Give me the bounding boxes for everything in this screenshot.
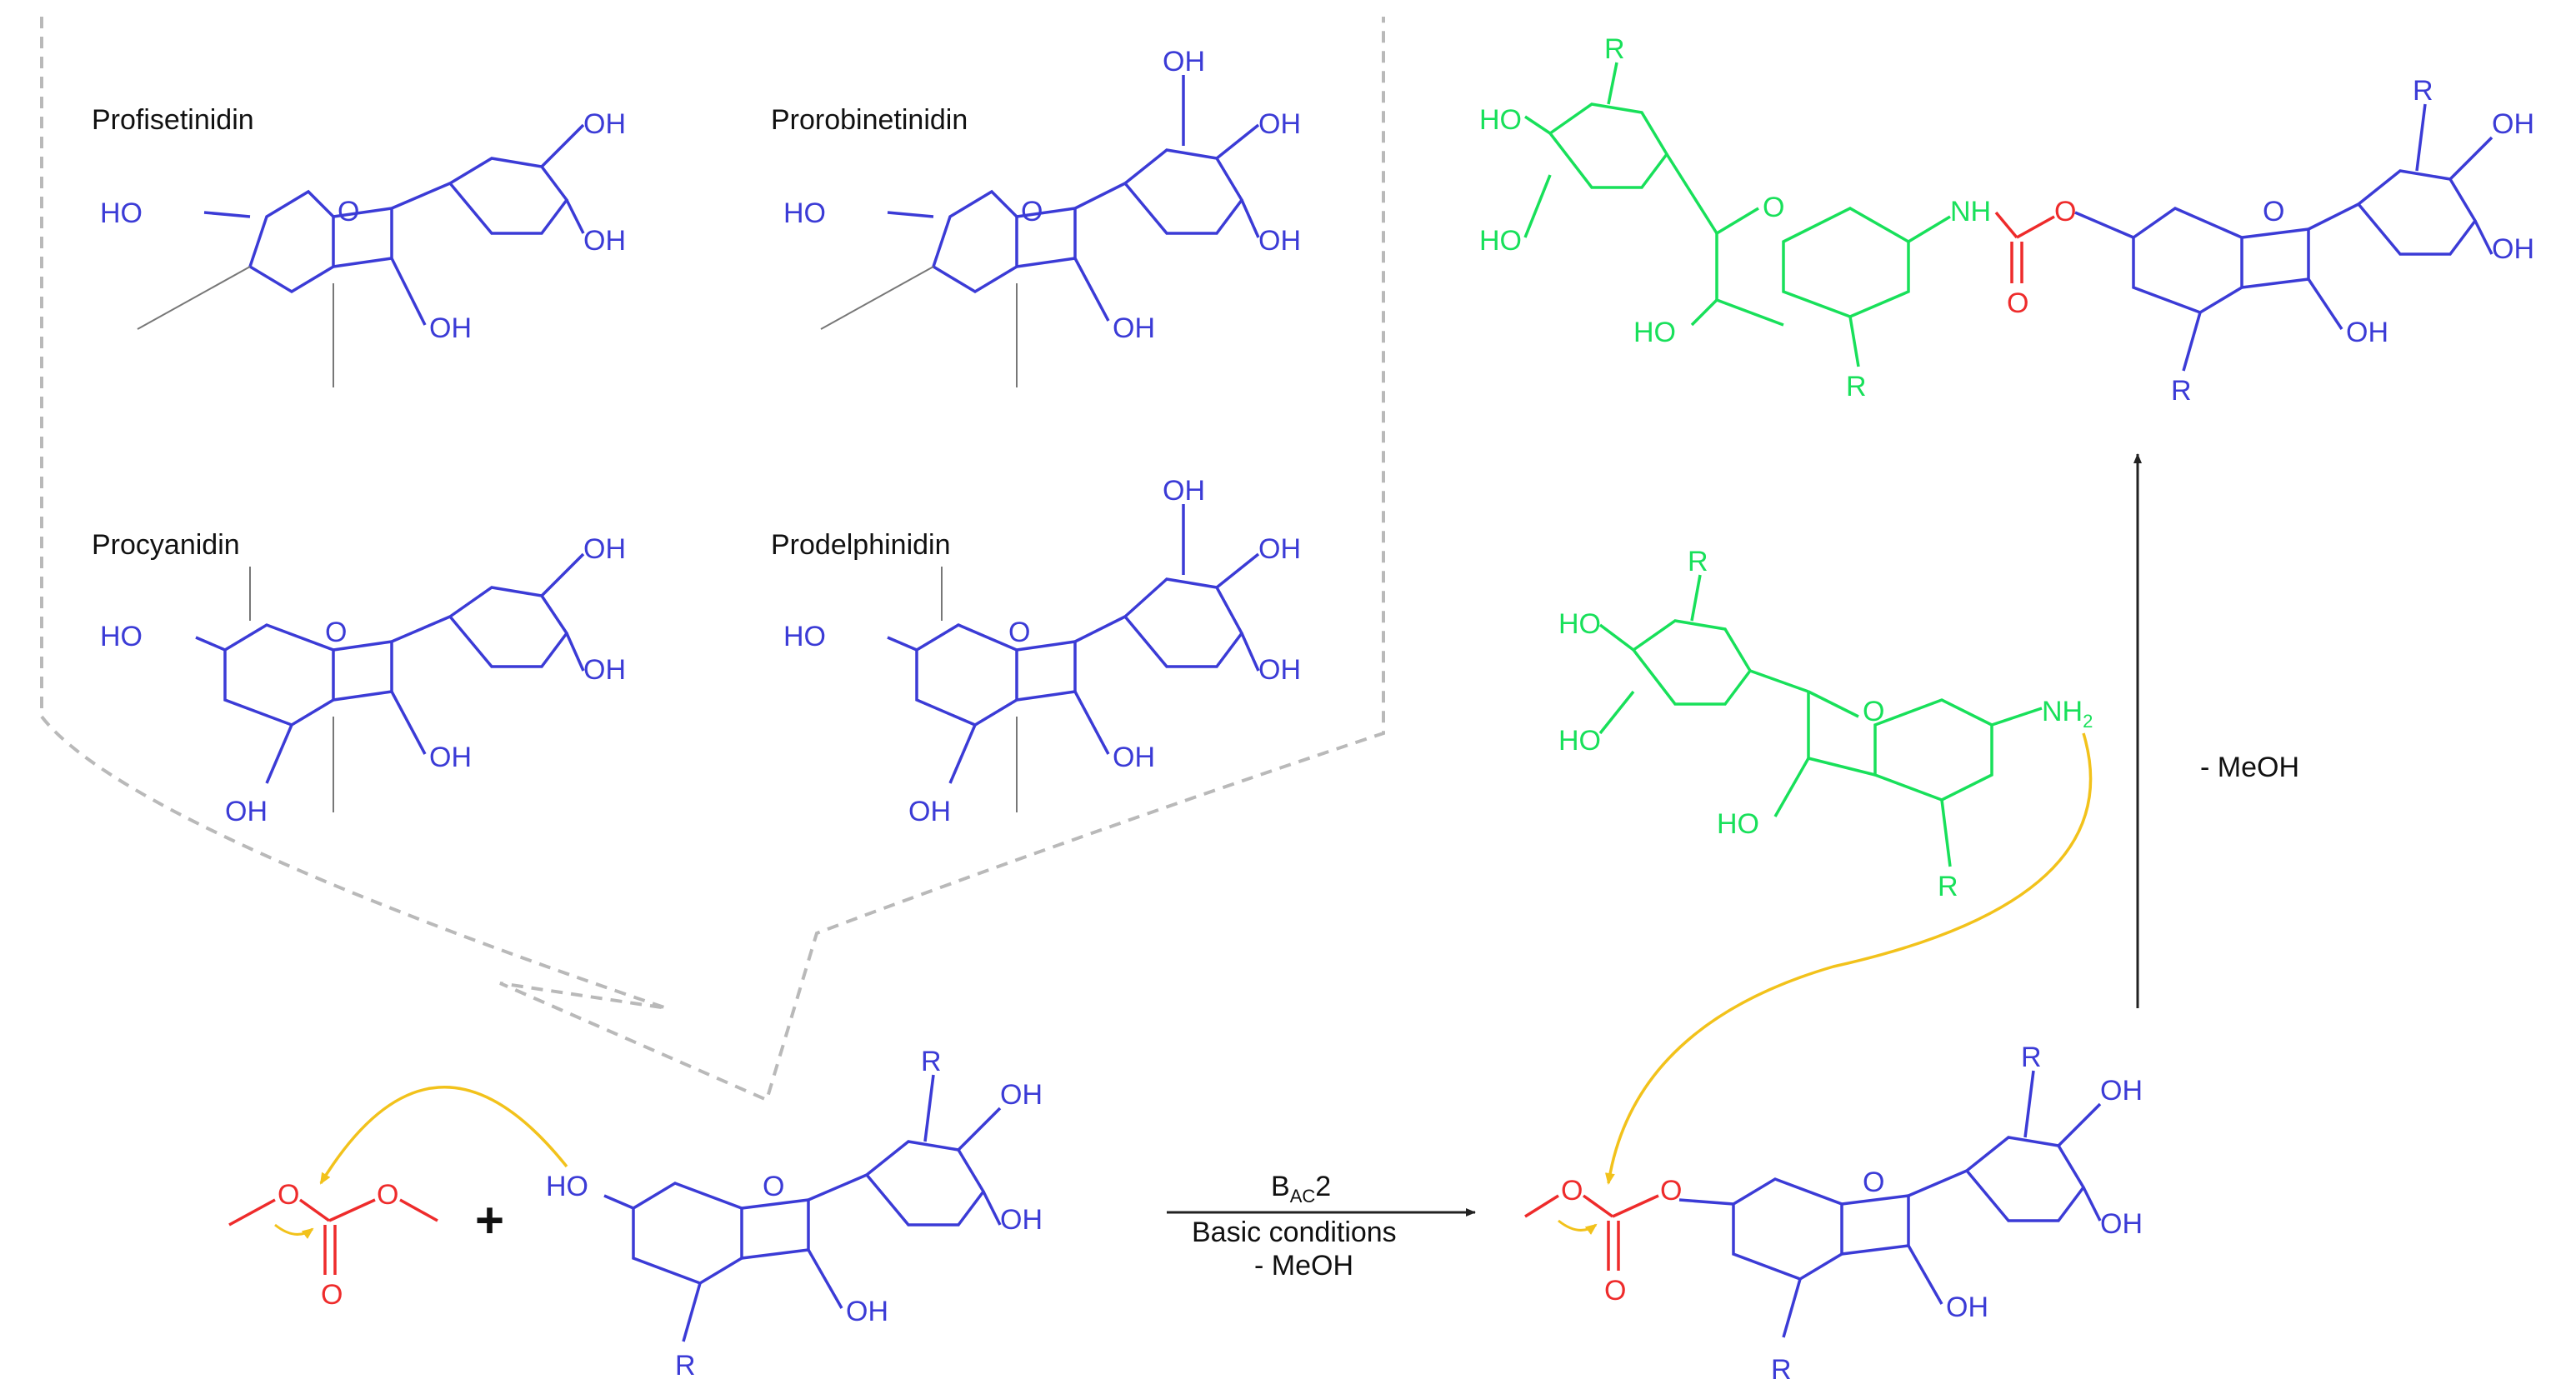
bac2-condition: BAC2 [1271, 1171, 1331, 1207]
amine-attack-arrow [1604, 732, 2093, 1185]
prodelphinidin-oh-top: OH [1163, 475, 1205, 507]
prorobinetinidin-o-label: O [1021, 196, 1043, 227]
flavan-oh-bottom: OH [846, 1296, 888, 1327]
prorobinetinidin-oh-bottom: OH [1113, 312, 1155, 344]
product-r-bottom-left: R [1846, 371, 1867, 402]
carbonate-flavan-intermediate: O O O O R OH OH OH R [1524, 1042, 2143, 1386]
prorobinetinidin-oh-right: OH [1258, 225, 1301, 257]
amino-nh2-label: NH2 [2042, 696, 2093, 732]
bac2-reaction-arrow: BAC2 Basic conditions - MeOH [1167, 1171, 1476, 1282]
nucleophilic-attack-arrow [319, 1086, 568, 1185]
profisetinidin-structure: Profisetinidin HO O OH OH OH [92, 104, 626, 387]
amino-ho-lower: HO [1717, 808, 1759, 840]
plus-sign: + [475, 1192, 504, 1248]
dashed-bubble-outline [40, 17, 1385, 1102]
product-oh-right: OH [2492, 233, 2534, 265]
intermediate-o-bottom: O [1604, 1275, 1626, 1307]
dimethyl-carbonate: O O O [228, 1179, 438, 1311]
procyanidin-name: Procyanidin [92, 529, 240, 561]
meoh-loss-text: - MeOH [1254, 1250, 1353, 1282]
product-r-top-left: R [1604, 33, 1625, 65]
procyanidin-oh-top: OH [583, 533, 626, 565]
profisetinidin-oh-bottom: OH [429, 312, 472, 344]
prodelphinidin-name: Prodelphinidin [771, 529, 951, 561]
prodelphinidin-oh-lower: OH [1113, 742, 1155, 773]
vertical-reaction-arrow: - MeOH [2133, 453, 2299, 1008]
flavan-o-label: O [763, 1171, 784, 1202]
carbamate-product: R HO HO O HO R NH O O [1479, 33, 2534, 407]
procyanidin-o-label: O [325, 617, 347, 648]
product-ho-lower-left: HO [1633, 317, 1676, 348]
intermediate-o-right: O [1660, 1175, 1682, 1207]
intermediate-oh-bottom: OH [1946, 1292, 1988, 1323]
product-nh-label: NH [1950, 196, 1991, 227]
intermediate-o-left: O [1561, 1175, 1583, 1207]
prodelphinidin-structure: Prodelphinidin HO O OH OH OH OH OH [771, 475, 1301, 827]
flavan-oh-top: OH [1000, 1079, 1043, 1111]
intermediate-r-top: R [2021, 1042, 2042, 1073]
prodelphinidin-ho-left: HO [783, 621, 826, 652]
flavan-r-top: R [921, 1046, 942, 1077]
amino-r-top: R [1688, 546, 1708, 577]
product-oh-lower-right: OH [2346, 317, 2388, 348]
prorobinetinidin-ho-label: HO [783, 197, 826, 229]
prorobinetinidin-oh-top: OH [1163, 46, 1205, 77]
product-carbonyl-o: O [2007, 287, 2028, 319]
profisetinidin-name: Profisetinidin [92, 104, 254, 136]
carbonate-o-left: O [278, 1179, 299, 1211]
product-r-bottom-right: R [2171, 375, 2192, 407]
procyanidin-oh-mid: OH [429, 742, 472, 773]
intermediate-oh-top: OH [2100, 1075, 2143, 1107]
procyanidin-oh-right: OH [583, 654, 626, 686]
amino-r-bottom: R [1938, 871, 1958, 902]
vertical-meoh-text: - MeOH [2200, 752, 2299, 783]
prodelphinidin-o-label: O [1008, 617, 1030, 648]
intermediate-ring-o: O [1863, 1167, 1884, 1198]
prorobinetinidin-name: Prorobinetinidin [771, 104, 968, 136]
flavan-oh-right: OH [1000, 1204, 1043, 1236]
prodelphinidin-oh-mid: OH [1258, 533, 1301, 565]
profisetinidin-oh-right: OH [583, 225, 626, 257]
basic-conditions-text: Basic conditions [1192, 1217, 1397, 1248]
amino-ho-bottom: HO [1558, 725, 1601, 757]
procyanidin-ho-left: HO [100, 621, 143, 652]
intermediate-oh-right: OH [2100, 1208, 2143, 1240]
procyanidin-structure: Procyanidin HO O OH OH OH OH [92, 529, 626, 827]
amino-flavan: R HO HO O NH2 HO R [1558, 546, 2093, 902]
product-ho-top-left: HO [1479, 104, 1522, 136]
flavan-r-bottom: R [675, 1350, 696, 1382]
procyanidin-oh-bottom: OH [225, 796, 268, 827]
profisetinidin-ho-label: HO [100, 197, 143, 229]
carbonate-o-bottom: O [321, 1279, 343, 1311]
product-ring-o-right: O [2263, 196, 2284, 227]
product-ring-o-left: O [1763, 192, 1784, 223]
generic-flavan-reactant: HO O R OH OH OH R [546, 1046, 1043, 1382]
product-r-top-right: R [2413, 75, 2433, 107]
amino-ho-top: HO [1558, 608, 1601, 640]
carbonate-o-right: O [377, 1179, 398, 1211]
product-oh-top-right: OH [2492, 108, 2534, 140]
prorobinetinidin-oh-mid: OH [1258, 108, 1301, 140]
prorobinetinidin-structure: Prorobinetinidin HO O OH OH OH OH [771, 46, 1301, 387]
flavan-ho-label: HO [546, 1171, 588, 1202]
product-ho-bottom-left: HO [1479, 225, 1522, 257]
prodelphinidin-oh-right: OH [1258, 654, 1301, 686]
profisetinidin-o-label: O [338, 196, 359, 227]
profisetinidin-oh-top: OH [583, 108, 626, 140]
product-carbamate-o: O [2054, 196, 2076, 227]
amino-ring-o: O [1863, 696, 1884, 727]
intermediate-r-bottom: R [1771, 1354, 1792, 1386]
prodelphinidin-oh-bottom: OH [908, 796, 951, 827]
